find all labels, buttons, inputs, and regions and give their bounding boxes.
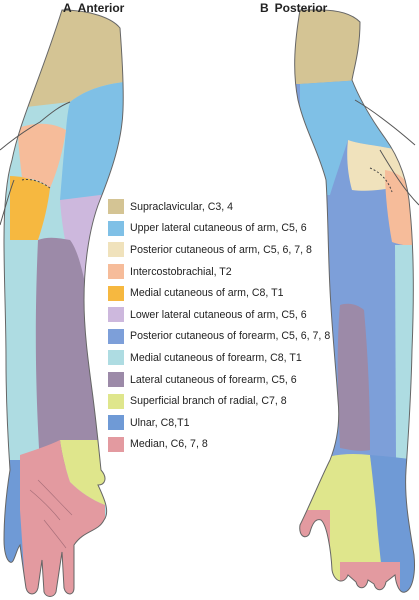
anterior-arm-outline <box>3 9 124 597</box>
region-medial-forearm-posterior <box>395 245 415 461</box>
legend-label: Medial cutaneous of forearm, C8, T1 <box>130 351 302 364</box>
view-title-anterior: A Anterior <box>63 1 124 15</box>
legend-item-superficial-radial: Superficial branch of radial, C7, 8 <box>108 390 338 412</box>
legend-label: Posterior cutaneous of arm, C5, 6, 7, 8 <box>130 243 312 256</box>
region-lateral-forearm-posterior <box>337 303 370 451</box>
legend-label: Lower lateral cutaneous of arm, C5, 6 <box>130 308 307 321</box>
legend-item-posterior-forearm: Posterior cutaneous of forearm, C5, 6, 7… <box>108 326 338 348</box>
legend-label: Ulnar, C8,T1 <box>130 416 190 429</box>
legend-label: Lateral cutaneous of forearm, C5, 6 <box>130 373 297 386</box>
legend-label: Posterior cutaneous of forearm, C5, 6, 7… <box>130 330 331 343</box>
view-title-posterior: B Posterior <box>260 1 327 15</box>
legend: Supraclavicular, C3, 4 Upper lateral cuta… <box>108 196 338 455</box>
legend-swatch <box>108 199 124 215</box>
legend-label: Medial cutaneous of arm, C8, T1 <box>130 287 284 300</box>
legend-swatch <box>108 372 124 388</box>
anterior-torso-lines <box>0 101 71 226</box>
legend-label: Superficial branch of radial, C7, 8 <box>130 395 287 408</box>
legend-label: Supraclavicular, C3, 4 <box>130 200 234 213</box>
legend-swatch <box>108 285 124 301</box>
palm-creases-anterior <box>29 479 73 549</box>
view-letter: A <box>63 1 72 15</box>
region-intercostobrachial-anterior <box>18 123 66 188</box>
legend-item-intercostobrachial: Intercostobrachial, T2 <box>108 261 338 283</box>
legend-label: Intercostobrachial, T2 <box>130 265 232 278</box>
legend-item-posterior-arm: Posterior cutaneous of arm, C5, 6, 7, 8 <box>108 239 338 261</box>
region-lateral-forearm-anterior <box>35 237 101 471</box>
region-medial-arm-anterior <box>10 176 50 240</box>
region-median-thumb-posterior <box>300 510 330 593</box>
legend-swatch <box>108 220 124 236</box>
legend-swatch <box>108 415 124 431</box>
legend-item-median: Median, C6, 7, 8 <box>108 434 338 456</box>
view-letter: B <box>260 1 269 15</box>
view-label: Posterior <box>274 1 328 15</box>
legend-item-ulnar: Ulnar, C8,T1 <box>108 412 338 434</box>
legend-swatch <box>108 436 124 452</box>
legend-item-upper-lateral-arm: Upper lateral cutaneous of arm, C5, 6 <box>108 218 338 240</box>
posterior-arm-outline <box>294 9 415 593</box>
legend-swatch <box>108 242 124 258</box>
legend-item-supraclavicular: Supraclavicular, C3, 4 <box>108 196 338 218</box>
legend-label: Upper lateral cutaneous of arm, C5, 6 <box>130 222 307 235</box>
posterior-torso-lines <box>354 99 419 206</box>
legend-swatch <box>108 350 124 366</box>
posterior-axilla-dotted-line <box>369 167 393 193</box>
legend-label: Median, C6, 7, 8 <box>130 438 208 451</box>
region-upper-lateral-arm-anterior <box>60 82 124 200</box>
legend-item-lower-lateral-arm: Lower lateral cutaneous of arm, C5, 6 <box>108 304 338 326</box>
view-label: Anterior <box>77 1 125 15</box>
legend-swatch <box>108 307 124 323</box>
legend-swatch <box>108 264 124 280</box>
legend-swatch <box>108 393 124 409</box>
region-supraclavicular-posterior <box>294 10 370 84</box>
legend-item-lateral-forearm: Lateral cutaneous of forearm, C5, 6 <box>108 369 338 391</box>
legend-item-medial-arm: Medial cutaneous of arm, C8, T1 <box>108 282 338 304</box>
legend-item-medial-forearm: Medial cutaneous of forearm, C8, T1 <box>108 347 338 369</box>
region-superficial-radial-anterior <box>60 440 105 505</box>
legend-swatch <box>108 328 124 344</box>
